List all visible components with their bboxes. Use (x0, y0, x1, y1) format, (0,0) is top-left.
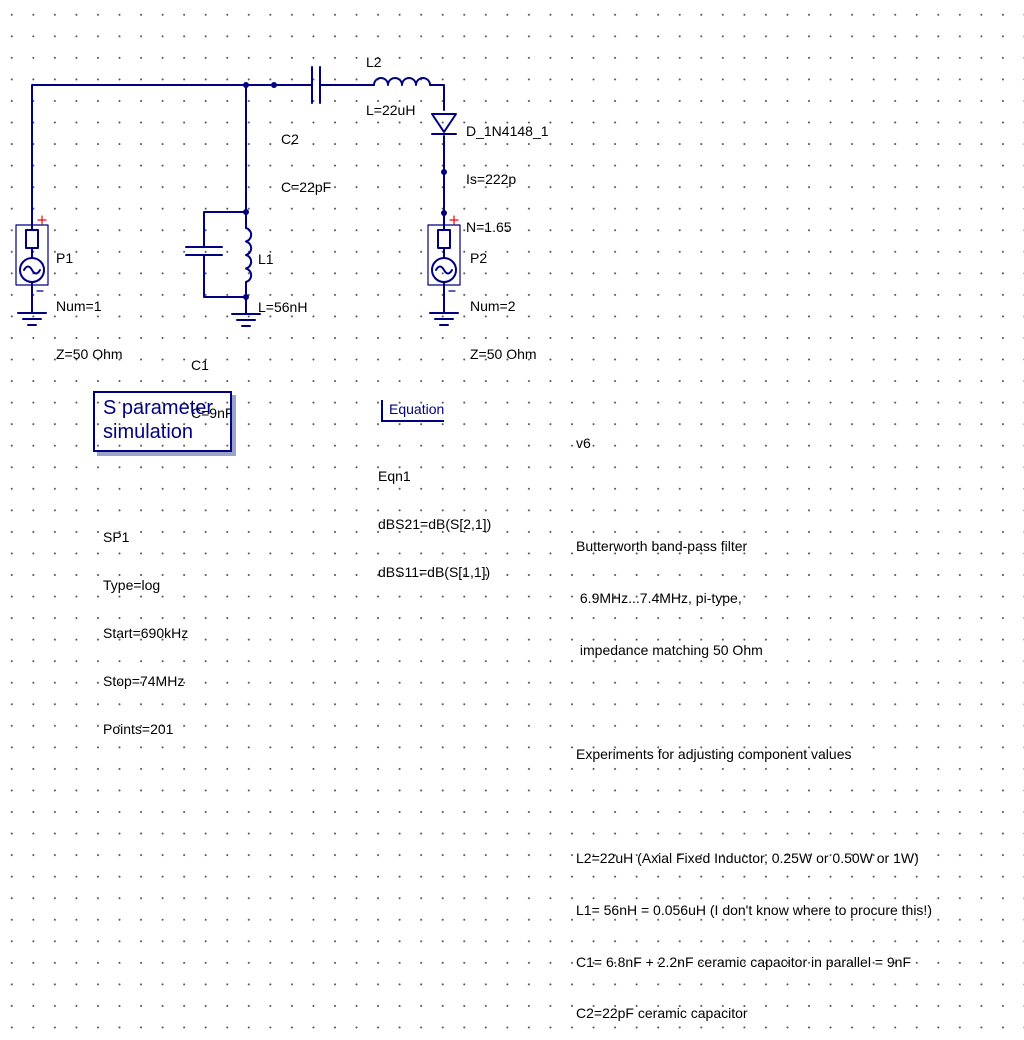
junction-dot (271, 82, 277, 88)
p2-label: P2 Num=2 Z=50 Ohm (470, 218, 537, 378)
c2-name: C2 (281, 131, 299, 147)
port-p2-plus-icon (449, 215, 459, 225)
ground-icon (231, 313, 261, 327)
junctions (243, 82, 447, 300)
notes-line: L2=22uH (Axial Fixed Inductor, 0.25W or … (576, 849, 919, 866)
l1-label: L1 L=56nH (258, 219, 307, 331)
port-p2-symbol[interactable] (427, 224, 461, 326)
wire-input (31, 84, 306, 226)
capacitor-c2-symbol[interactable] (304, 66, 328, 104)
schematic-canvas (15, 66, 461, 327)
c2-value: C=22pF (281, 179, 332, 195)
notes-line: v6 (576, 434, 591, 451)
equation-block-header[interactable]: Equation (381, 400, 445, 422)
notes-line: L1= 56nH = 0.056uH (I don't know where t… (576, 901, 932, 918)
l2-name: L2 (366, 54, 382, 70)
sim-param-type: Type=log (103, 577, 161, 593)
l2-label: L2 L=22uH (366, 22, 415, 134)
inductor-l1-symbol[interactable] (245, 227, 253, 283)
s-parameter-simulation-box[interactable]: S parameter simulation (93, 391, 232, 452)
notes-line: impedance matching 50 Ohm (576, 642, 763, 659)
wire-l2-diode (429, 84, 445, 111)
p1-num: Num=1 (56, 298, 102, 314)
sim-box-line-2: simulation (103, 421, 194, 443)
notes-line: C2=22pF ceramic capacitor (576, 1005, 748, 1022)
junction-dot (441, 210, 447, 216)
p1-impedance: Z=50 Ohm (56, 346, 123, 362)
notes-line: Experiments for adjusting component valu… (576, 745, 852, 762)
l1-name: L1 (258, 251, 274, 267)
p1-name: P1 (56, 250, 74, 266)
sim-param-stop: Stop=74MHz (103, 673, 185, 689)
wire-shunt-top (203, 211, 247, 242)
sim-box-line-1: S parameter (103, 397, 214, 419)
d1-name: D_1N4148_1 (466, 123, 549, 139)
notes-text: v6 Butterworth band-pass filter 6.9MHz..… (576, 400, 932, 1040)
c1-name: C1 (191, 357, 209, 373)
l2-value: L=22uH (366, 102, 416, 118)
notes-line: 6.9MHz...7.4MHz, pi-type, (576, 590, 742, 607)
d1-n: N=1.65 (466, 219, 512, 235)
p2-num: Num=2 (470, 298, 516, 314)
sim-param-points: Points=201 (103, 721, 174, 737)
p1-label: P1 Num=1 Z=50 Ohm (56, 218, 123, 378)
c2-label: C2 C=22pF (281, 99, 331, 211)
equation-name: Eqn1 (378, 468, 411, 484)
wire-shunt-bottom (203, 260, 247, 298)
notes-line (576, 694, 932, 711)
port-p1-plus-icon (37, 215, 47, 225)
junction-dot (243, 82, 249, 88)
sim-param-name: SP1 (103, 529, 130, 545)
p2-impedance: Z=50 Ohm (470, 346, 537, 362)
sim-params: SP1 Type=log Start=690kHz Stop=74MHz Poi… (103, 497, 188, 753)
c1-value: C=9nF (191, 405, 234, 421)
notes-line: Butterworth band-pass filter (576, 538, 748, 555)
d1-is: Is=222p (466, 171, 517, 187)
l1-value: L=56nH (258, 299, 308, 315)
equation-dbs21: dBS21=dB(S[2,1]) (378, 516, 492, 532)
c1-label: C1 C=9nF (191, 325, 233, 437)
inductor-l2-symbol[interactable] (373, 77, 431, 86)
diode-d1-symbol[interactable] (431, 113, 457, 135)
junction-dot (441, 169, 447, 175)
d1-label: D_1N4148_1 Is=222p N=1.65 (466, 91, 549, 251)
port-p1-symbol[interactable] (15, 224, 49, 326)
capacitor-c1-symbol[interactable] (185, 240, 223, 262)
notes-line (576, 798, 932, 815)
notes-line (576, 486, 932, 503)
equation-lines: Eqn1 dBS21=dB(S[2,1]) dBS11=dB(S[1,1]) (378, 436, 491, 596)
junction-dot (243, 209, 249, 215)
wires (31, 84, 445, 315)
notes-line: C1= 6.8nF + 2.2nF ceramic capacitor in p… (576, 953, 912, 970)
sim-param-start: Start=690kHz (103, 625, 189, 641)
p2-name: P2 (470, 250, 488, 266)
equation-dbs11: dBS11=dB(S[1,1]) (378, 564, 491, 580)
junction-dot (243, 294, 249, 300)
